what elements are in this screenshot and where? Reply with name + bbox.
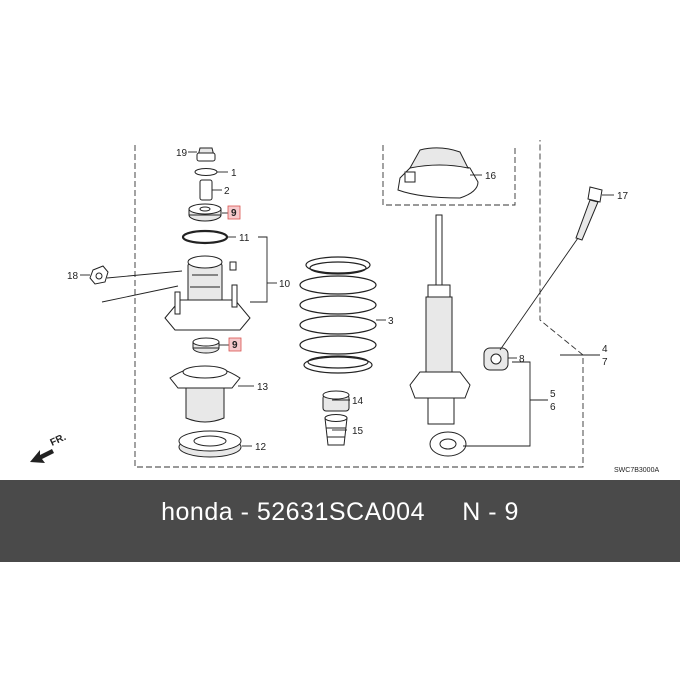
callout-19: 19 [176, 148, 188, 159]
part-18-nut [89, 265, 109, 285]
part-2-collar [199, 179, 213, 201]
front-direction-arrow [30, 449, 54, 463]
callout-7: 7 [602, 357, 608, 368]
part-11-ring [181, 229, 229, 245]
callout-3: 3 [388, 316, 394, 327]
part-16-spring-cover [397, 147, 479, 199]
callout-10: 10 [279, 279, 291, 290]
footer-bar [0, 480, 680, 562]
part-9-bushing-upper [188, 203, 222, 222]
callout-11: 11 [239, 233, 250, 244]
callout-17: 17 [617, 191, 629, 202]
damper-assembly [409, 214, 471, 457]
assembly-frame [134, 140, 584, 468]
callout-9-upper: 9 [231, 208, 237, 219]
callout-18: 18 [67, 271, 79, 282]
callout-13: 13 [257, 382, 269, 393]
callout-14: 14 [352, 396, 364, 407]
part-15-dust-cover [324, 414, 348, 446]
part-10-upper-mount [164, 255, 251, 331]
inset-frame [382, 145, 516, 206]
callout-1: 1 [231, 168, 237, 179]
part-8-bushing [483, 347, 509, 371]
part-17-bolt [575, 186, 603, 241]
callout-16: 16 [485, 171, 497, 182]
highlight-9-lower [228, 337, 242, 352]
callout-9-lower: 9 [232, 340, 238, 351]
callout-15: 15 [352, 426, 364, 437]
callout-6: 6 [550, 402, 556, 413]
highlight-9-upper [227, 205, 241, 220]
callout-2: 2 [224, 186, 230, 197]
part-14-bump-stop [322, 390, 350, 412]
drawing-code: SWC7B3000A [614, 467, 659, 474]
footer-part-title: honda - 52631SCA004 N - 9 [161, 498, 519, 526]
part-1-washer [194, 168, 218, 176]
part-9-bushing-lower [192, 337, 220, 354]
part-13-spring-seat [169, 365, 241, 423]
callout-5: 5 [550, 389, 556, 400]
part-3-coil-spring [299, 256, 377, 374]
part-12-rubber-seat [178, 430, 242, 458]
callout-8: 8 [519, 354, 525, 365]
part-19-nut [196, 147, 216, 162]
callout-12: 12 [255, 442, 267, 453]
callout-4: 4 [602, 344, 608, 355]
fr-label: FR. [49, 432, 68, 449]
